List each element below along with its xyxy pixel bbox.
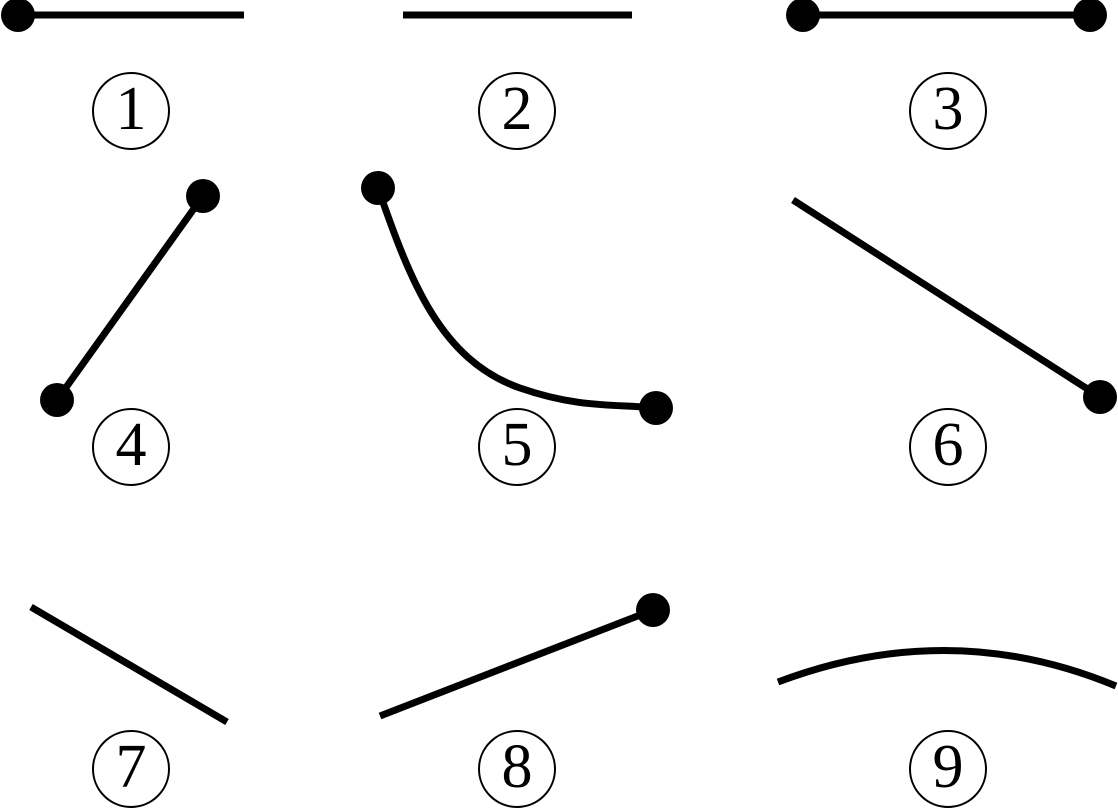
panel-strokes [18,11,1118,726]
panel-1-endpoint-dot-1 [1,0,35,32]
panel-label-7[interactable]: 7 [92,730,170,808]
panel-8-stroke [378,606,655,720]
panel-3-endpoint-dot-2 [1073,0,1107,32]
panel-4-endpoint-dot-1 [40,383,74,417]
panel-label-3-text: 3 [932,75,964,143]
panel-4-stroke [54,193,206,403]
panel-label-1[interactable]: 1 [92,72,170,150]
panel-label-4-text: 4 [115,411,147,479]
panel-label-5[interactable]: 5 [478,408,556,486]
panel-label-8[interactable]: 8 [478,730,556,808]
panel-9-stroke [776,646,1118,690]
panel-label-8-text: 8 [501,733,533,801]
panel-label-2-text: 2 [501,75,533,143]
panel-label-9-text: 9 [932,733,964,801]
panel-endpoint-dots [1,0,1117,627]
panel-4-endpoint-dot-2 [186,179,220,213]
panel-label-5-text: 5 [501,411,533,479]
panel-label-4[interactable]: 4 [92,408,170,486]
panel-7-stroke [29,603,229,726]
panel-label-1-text: 1 [115,75,147,143]
panel-label-9[interactable]: 9 [909,730,987,808]
panel-label-6-text: 6 [932,411,964,479]
panel-label-6[interactable]: 6 [909,408,987,486]
panel-label-2[interactable]: 2 [478,72,556,150]
panel-5-stroke [374,186,657,412]
panel-6-stroke [791,197,1102,400]
panel-5-endpoint-dot-1 [361,171,395,205]
panel-5-endpoint-dot-2 [639,391,673,425]
panel-3-endpoint-dot-1 [786,0,820,32]
panel-8-endpoint-dot-1 [636,593,670,627]
panel-label-3[interactable]: 3 [909,72,987,150]
panel-6-endpoint-dot-1 [1083,380,1117,414]
panel-label-7-text: 7 [115,733,147,801]
